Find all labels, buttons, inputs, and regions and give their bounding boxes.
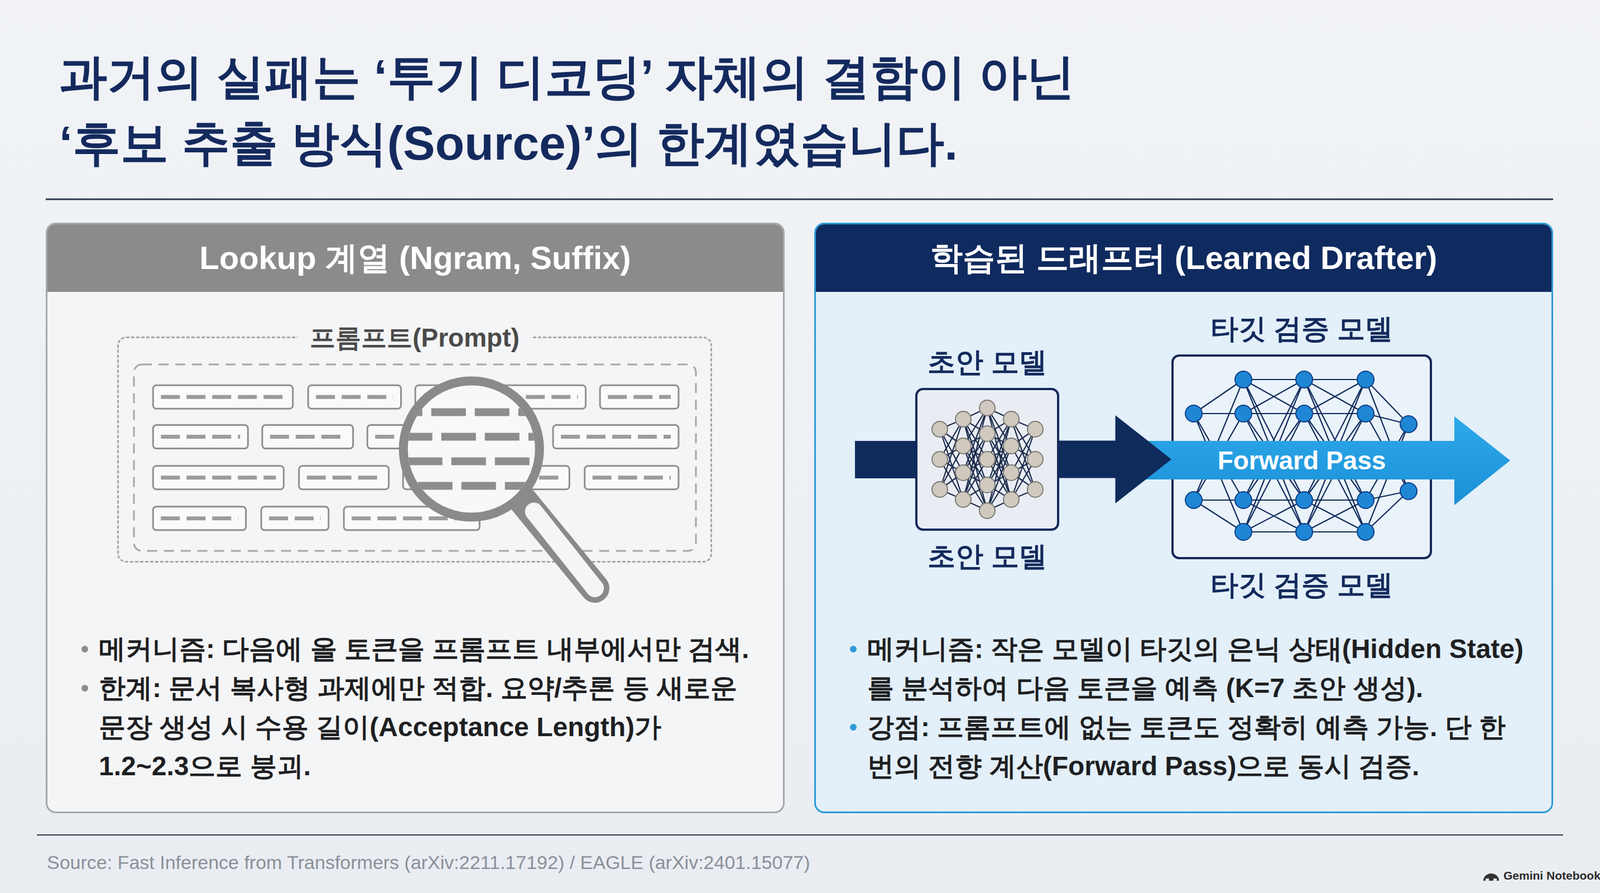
- bullet-item: 강점: 프롬프트에 없는 토큰도 정확히 예측 가능. 단 한 번의 전향 계산…: [867, 707, 1526, 786]
- bullet-list: 메커니즘: 작은 모델이 타깃의 은닉 상태(Hidden State)를 분석…: [867, 629, 1526, 786]
- model-label: 타깃 검증 모델: [1210, 568, 1394, 602]
- arrow-label: Forward Pass: [1217, 443, 1387, 478]
- bullet-item: 메커니즘: 다음에 올 토큰을 프롬프트 내부에서만 검색.: [98, 629, 758, 669]
- footer-rule: [36, 834, 1564, 836]
- bullet-dot: [849, 723, 857, 731]
- bullet-text: 메커니즘: 다음에 올 토큰을 프롬프트 내부에서만 검색.: [98, 629, 758, 669]
- slide-title: 과거의 실패는 ‘투기 디코딩’ 자체의 결함이 아닌 ‘후보 추출 방식(So…: [59, 43, 1137, 177]
- bullet-item: 메커니즘: 작은 모델이 타깃의 은닉 상태(Hidden State)를 분석…: [867, 629, 1526, 708]
- bullet-text: 강점: 프롬프트에 없는 토큰도 정확히 예측 가능. 단 한 번의 전향 계산…: [867, 707, 1526, 786]
- title-rule: [45, 198, 1554, 201]
- watermark: Gemini Notebook: [1503, 868, 1600, 883]
- model-label: 타깃 검증 모델: [1210, 311, 1394, 346]
- panel-header: 학습된 드래프터 (Learned Drafter): [815, 224, 1552, 292]
- bullet-dot: [81, 684, 89, 692]
- frame-label: 프롬프트(Prompt): [297, 320, 532, 355]
- bullet-dot: [81, 645, 89, 653]
- model-box: 타깃 검증 모델Forward Pass타깃 검증 모델: [1171, 354, 1433, 560]
- comparison-panel: 학습된 드래프터 (Learned Drafter) 메커니즘: 작은 모델이 타…: [814, 222, 1554, 814]
- panel-header: Lookup 계열 (Ngram, Suffix): [47, 224, 783, 292]
- bullet-dot: [849, 645, 857, 653]
- model-label: 초안 모델: [927, 539, 1047, 574]
- source-caption: Source: Fast Inference from Transformers…: [46, 850, 811, 874]
- bullet-item: 한계: 문서 복사형 과제에만 적합. 요약/추론 등 새로운 문장 생성 시 …: [98, 668, 758, 786]
- bullet-text: 메커니즘: 작은 모델이 타깃의 은닉 상태(Hidden State)를 분석…: [867, 629, 1526, 708]
- bullet-list: 메커니즘: 다음에 올 토큰을 프롬프트 내부에서만 검색.한계: 문서 복사형…: [98, 629, 758, 786]
- comparison-panel: Lookup 계열 (Ngram, Suffix) 메커니즘: 다음에 올 토큰을…: [45, 222, 785, 814]
- model-label: 초안 모델: [927, 345, 1047, 379]
- prompt-frame: 프롬프트(Prompt): [117, 336, 713, 563]
- bullet-text: 한계: 문서 복사형 과제에만 적합. 요약/추론 등 새로운 문장 생성 시 …: [98, 668, 758, 786]
- model-box: 초안 모델초안 모델: [915, 387, 1060, 531]
- brand-icon: [1483, 873, 1499, 881]
